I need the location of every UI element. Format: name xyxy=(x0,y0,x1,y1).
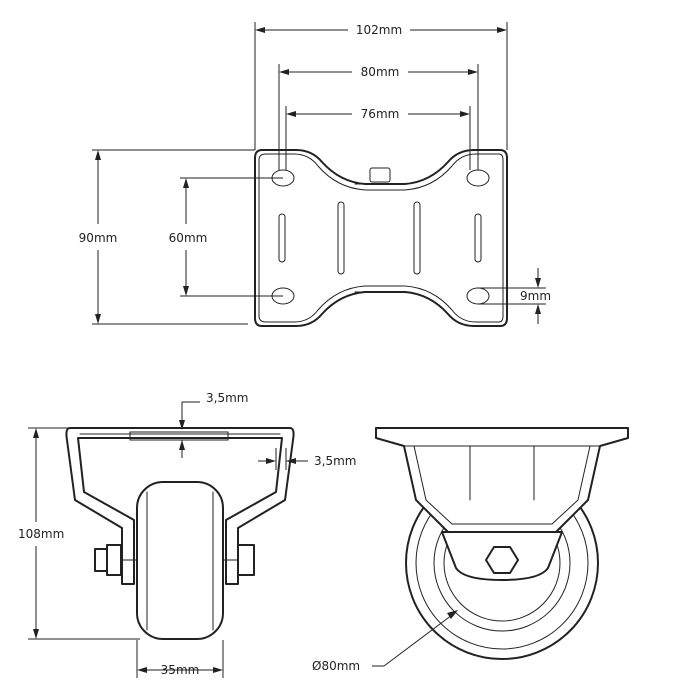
dim-3-5-plate: 3,5mm xyxy=(179,391,248,458)
axle-bolt-head xyxy=(94,548,108,572)
dim-108: 108mm xyxy=(18,427,140,640)
dim-80-diameter: Ø80mm xyxy=(312,610,458,673)
dim-label-76: 76mm xyxy=(361,107,400,121)
slot-4 xyxy=(474,213,482,263)
top-plate-inner-outline xyxy=(258,153,504,323)
front-view: 108mm 3,5mm 3,5mm 35mm xyxy=(18,391,356,678)
dim-102: 102mm xyxy=(255,23,507,37)
dim-3-5-bracket: 3,5mm xyxy=(258,448,356,470)
slot-3 xyxy=(413,201,421,275)
side-view: Ø80mm xyxy=(312,427,629,673)
slot-2 xyxy=(337,201,345,275)
dim-80: 80mm xyxy=(279,65,478,79)
dim-label-3-5-plate: 3,5mm xyxy=(206,391,248,405)
dim-35: 35mm xyxy=(136,640,224,678)
slot-1 xyxy=(278,213,286,263)
dim-label-60: 60mm xyxy=(169,231,208,245)
front-plate-nut xyxy=(129,431,229,441)
top-view: 102mm 80mm 76mm 90mm xyxy=(79,22,551,327)
dim-label-diameter: Ø80mm xyxy=(312,659,360,673)
dim-label-3-5-bracket: 3,5mm xyxy=(314,454,356,468)
front-wheel xyxy=(136,481,224,640)
dim-60: 60mm xyxy=(169,177,283,297)
dim-76: 76mm xyxy=(286,107,470,121)
dim-label-9: 9mm xyxy=(520,289,551,303)
axle-right-nut xyxy=(237,544,255,576)
axle-hex-nut xyxy=(485,546,519,574)
dim-9: 9mm xyxy=(478,268,551,324)
mount-hole-top-right xyxy=(466,169,490,187)
front-bracket xyxy=(65,427,295,585)
side-bracket xyxy=(375,427,629,533)
mount-hole-bottom-right xyxy=(466,287,490,305)
dim-label-35: 35mm xyxy=(161,663,200,677)
dim-90: 90mm xyxy=(79,149,255,325)
axle-left-nut xyxy=(106,544,122,576)
dim-label-80: 80mm xyxy=(361,65,400,79)
dim-label-108: 108mm xyxy=(18,527,64,541)
dim-label-102: 102mm xyxy=(356,23,402,37)
top-center-nut xyxy=(369,167,391,183)
dim-label-90: 90mm xyxy=(79,231,118,245)
